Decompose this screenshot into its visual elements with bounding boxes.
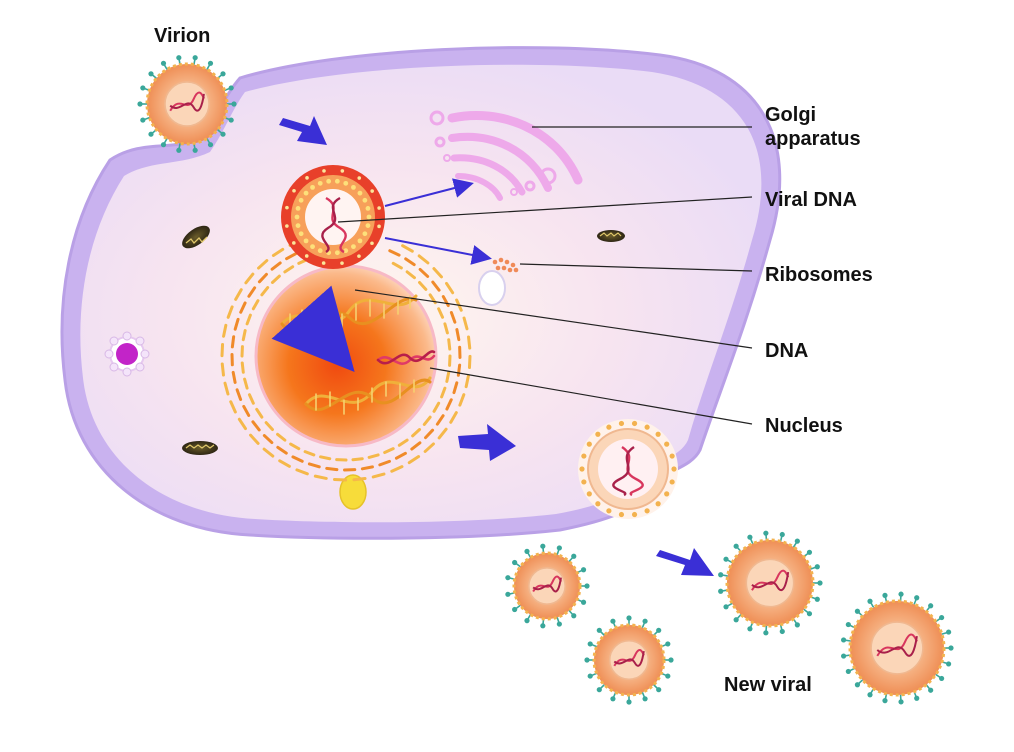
label-golgi-line1: Golgi: [765, 104, 816, 126]
yellow-vesicle: [339, 474, 367, 510]
virion-budding: [578, 419, 678, 519]
label-viral-dna: Viral DNA: [765, 189, 857, 211]
process-arrows: [279, 116, 714, 576]
viral-dna-in-endosome: [321, 196, 347, 254]
lysosome: [104, 331, 150, 377]
arrow-release: [656, 548, 714, 576]
label-golgi-line2: apparatus: [765, 128, 861, 150]
label-virion: Virion: [154, 25, 210, 47]
arrow-to-ribosomes: [384, 237, 492, 265]
arrow-entry: [279, 116, 327, 145]
ribosome-vesicle: [478, 270, 506, 306]
arrow-exit-nucleus: [458, 424, 516, 461]
cytoplasm: [80, 64, 762, 523]
endosome: [281, 165, 385, 269]
mitochondrion-bottom: [182, 441, 218, 455]
ribosomes-cluster: [492, 257, 519, 273]
arrow-to-golgi: [384, 178, 474, 207]
mitochondrion-left: [182, 225, 210, 249]
leader-lines: [337, 126, 753, 425]
label-nucleus: Nucleus: [765, 415, 843, 437]
label-ribosomes: Ribosomes: [765, 264, 873, 286]
golgi-apparatus: [429, 110, 583, 201]
label-dna: DNA: [765, 340, 808, 362]
label-new-viral: New viral: [724, 674, 812, 696]
virion-incoming: [137, 55, 237, 153]
new-virions: [505, 530, 954, 705]
mitochondrion-right: [597, 230, 625, 242]
arrow-into-nucleus: [271, 285, 355, 372]
